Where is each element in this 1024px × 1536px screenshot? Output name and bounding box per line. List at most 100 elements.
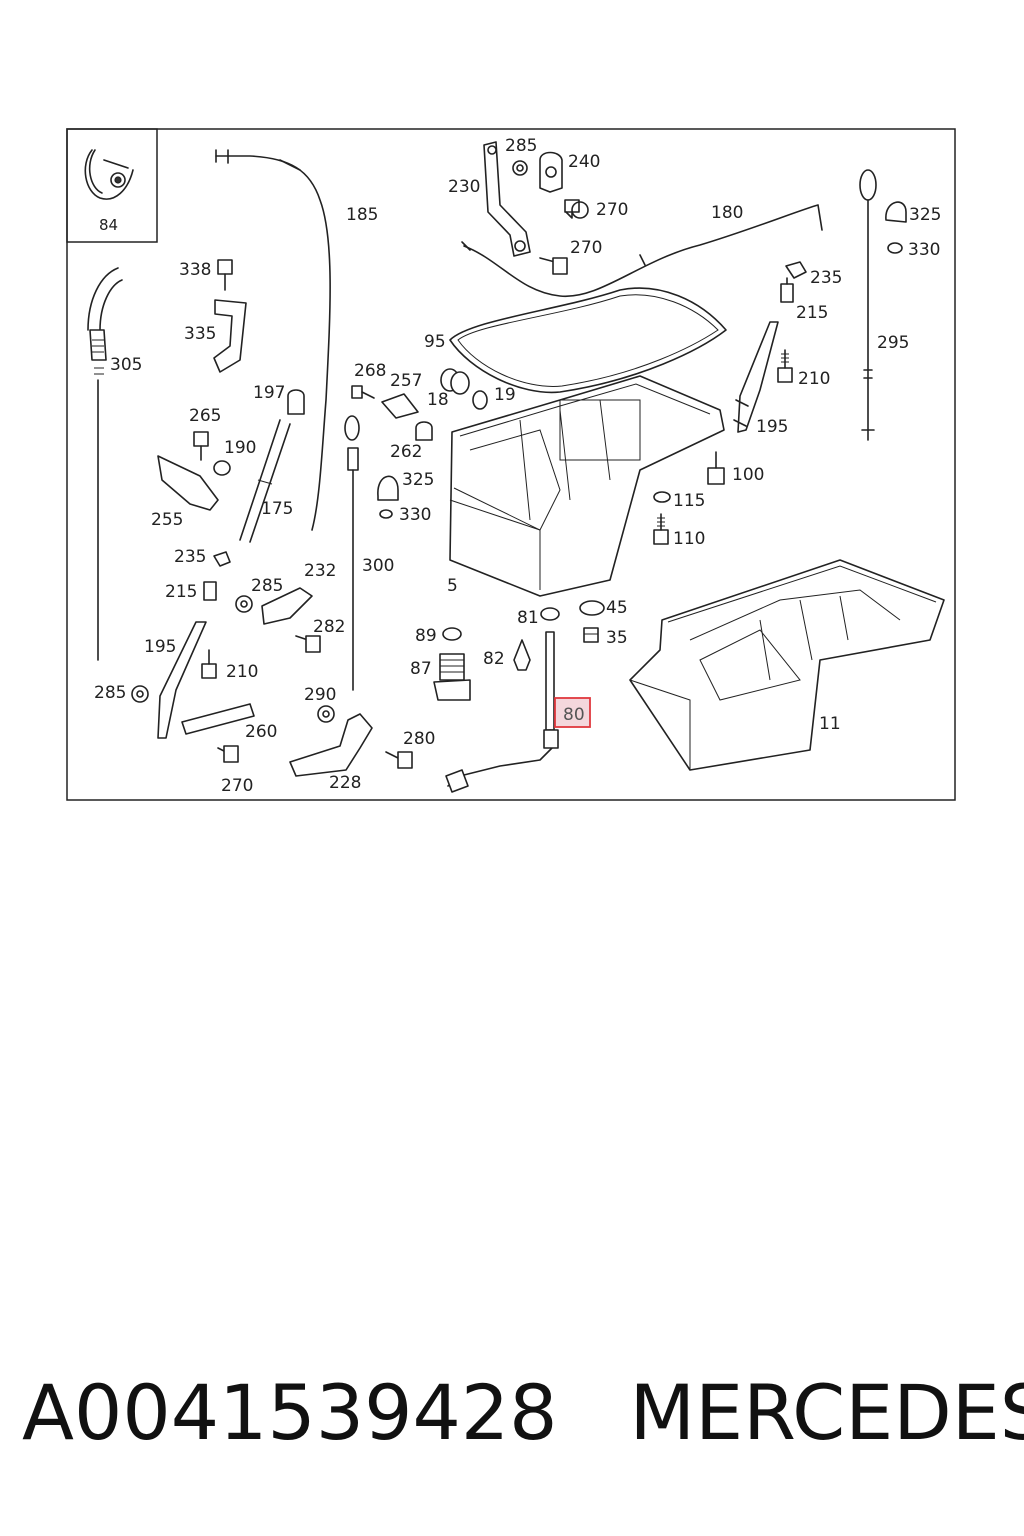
brand-name: MERCEDES — [629, 1368, 1024, 1457]
part-230-bracket — [483, 141, 531, 257]
callout-5: 5 — [447, 576, 458, 596]
part-180-tube — [463, 204, 823, 297]
part-100-plug — [707, 451, 725, 485]
part-255-bracket — [157, 455, 219, 511]
part-18 — [440, 368, 470, 395]
part-215b — [203, 581, 217, 601]
part-257-clip — [381, 393, 419, 419]
part-325a — [885, 201, 907, 223]
inset-label: 84 — [99, 216, 118, 234]
part-175-tube — [239, 419, 291, 543]
part-330a — [887, 242, 903, 254]
callout-262: 262 — [390, 442, 422, 462]
callout-285c: 285 — [94, 683, 126, 703]
bolt-270b — [539, 257, 568, 275]
part-80-sensor — [445, 631, 559, 793]
inset-box — [66, 128, 158, 243]
callout-89: 89 — [415, 626, 437, 646]
part-228-bracket — [289, 713, 373, 777]
part-45-ring — [579, 600, 605, 616]
callout-235b: 235 — [174, 547, 206, 567]
part-268 — [351, 385, 375, 399]
callout-265: 265 — [189, 406, 221, 426]
callout-325b: 325 — [402, 470, 434, 490]
callout-260: 260 — [245, 722, 277, 742]
bolt-280 — [385, 751, 413, 769]
callout-270c: 270 — [221, 776, 253, 796]
part-95-gasket — [449, 287, 727, 394]
part-262 — [415, 421, 433, 441]
part-115-washer — [653, 491, 671, 503]
callout-285a: 285 — [505, 136, 537, 156]
part-87-plug — [433, 653, 471, 701]
part-235b — [213, 551, 231, 567]
callout-215a: 215 — [796, 303, 828, 323]
part-195a-bracket — [737, 321, 779, 433]
callout-240: 240 — [568, 152, 600, 172]
part-82 — [513, 639, 531, 671]
bolt-270c — [217, 745, 239, 763]
bolt-282 — [295, 635, 321, 653]
callout-19: 19 — [494, 385, 516, 405]
bolt-265 — [193, 431, 209, 461]
inset-clamp-icon — [84, 149, 134, 200]
callout-270a: 270 — [596, 200, 628, 220]
callout-257: 257 — [390, 371, 422, 391]
part-5-oil-pan — [449, 375, 725, 597]
diagram-frame — [66, 128, 956, 801]
callout-175: 175 — [261, 499, 293, 519]
callout-300: 300 — [362, 556, 394, 576]
callout-115: 115 — [673, 491, 705, 511]
callout-45: 45 — [606, 598, 628, 618]
callout-100: 100 — [732, 465, 764, 485]
bolt-210a — [777, 349, 793, 383]
part-335-bracket — [213, 299, 247, 373]
callout-285b: 285 — [251, 576, 283, 596]
part-190 — [213, 460, 231, 476]
caption: A0041539428 MERCEDES — [22, 1368, 1024, 1478]
callout-305: 305 — [110, 355, 142, 375]
part-305-dipstick — [87, 267, 123, 661]
callout-330b: 330 — [399, 505, 431, 525]
part-295-dipstick — [859, 169, 877, 441]
callout-35: 35 — [606, 628, 628, 648]
callout-185: 185 — [346, 205, 378, 225]
callout-11: 11 — [819, 714, 841, 734]
bolt-270a — [564, 199, 589, 219]
callout-215b: 215 — [165, 582, 197, 602]
callout-232: 232 — [304, 561, 336, 581]
callout-325a: 325 — [909, 205, 941, 225]
part-197 — [287, 389, 305, 415]
part-325b — [377, 475, 399, 501]
callout-labels: 185 285 240 230 270 180 325 330 270 338 … — [94, 136, 941, 796]
nut-290 — [317, 705, 335, 723]
part-11-oil-pan — [629, 559, 945, 771]
callout-330a: 330 — [908, 240, 940, 260]
callout-255: 255 — [151, 510, 183, 530]
callout-282: 282 — [313, 617, 345, 637]
callout-180: 180 — [711, 203, 743, 223]
callout-197: 197 — [253, 383, 285, 403]
part-235a — [785, 261, 807, 279]
callout-230: 230 — [448, 177, 480, 197]
callout-295: 295 — [877, 333, 909, 353]
callout-110: 110 — [673, 529, 705, 549]
callout-335: 335 — [184, 324, 216, 344]
callout-290: 290 — [304, 685, 336, 705]
callout-235a: 235 — [810, 268, 842, 288]
callout-280: 280 — [403, 729, 435, 749]
part-81-ring — [540, 607, 560, 621]
part-260-plate — [181, 703, 255, 735]
callout-81: 81 — [517, 608, 539, 628]
callout-190: 190 — [224, 438, 256, 458]
part-number: A0041539428 — [22, 1368, 558, 1457]
callout-80: 80 — [563, 705, 585, 725]
callout-195a: 195 — [756, 417, 788, 437]
bolt-338 — [217, 259, 233, 291]
part-195b-bracket — [157, 621, 207, 739]
part-35-plug — [583, 627, 599, 643]
callout-268: 268 — [354, 361, 386, 381]
part-232-bracket — [261, 587, 313, 625]
nut-285c — [131, 685, 149, 703]
